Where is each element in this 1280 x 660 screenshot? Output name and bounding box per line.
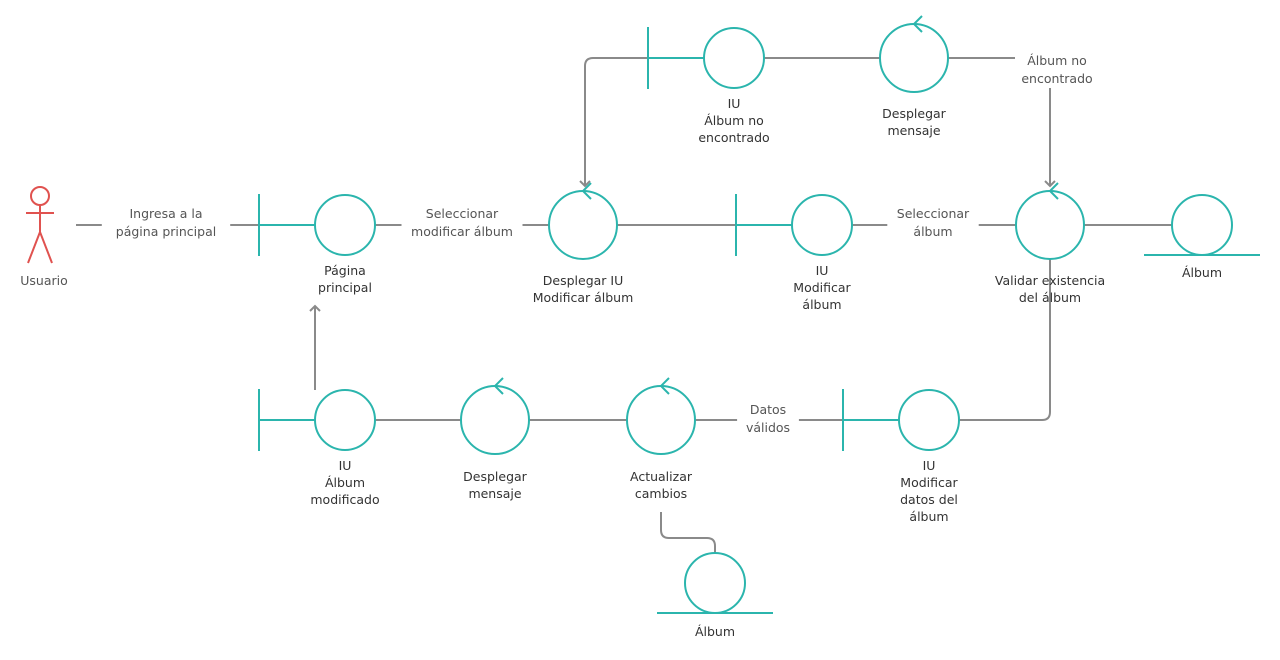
- connector-iu_no_encontrado_desplegar[interactable]: [579, 57, 648, 188]
- element-label: Álbum: [695, 624, 735, 639]
- element-label: Desplegar: [882, 106, 947, 121]
- control-arrow: [493, 377, 504, 395]
- element-label: encontrado: [698, 130, 769, 145]
- boundary-bar: [647, 27, 704, 89]
- control-actualizar[interactable]: Actualizar cambios: [626, 377, 696, 501]
- entity-circle: [1171, 194, 1233, 256]
- actor-head: [30, 186, 50, 206]
- control-circle: [460, 385, 530, 455]
- element-label: Modificar álbum: [533, 290, 634, 305]
- boundary-circle: [898, 389, 960, 451]
- boundary-bar: [258, 194, 315, 256]
- element-label: Desplegar: [463, 469, 528, 484]
- labels-layer: Ingresa a la página principal Seleccionar m…: [101, 50, 1099, 437]
- connector-label-bg: [1015, 50, 1099, 88]
- element-label: IU: [339, 458, 352, 473]
- element-label: Modificar: [793, 280, 851, 295]
- boundary-bar: [842, 389, 899, 451]
- boundary-circle: [314, 194, 376, 256]
- element-label: álbum: [802, 297, 841, 312]
- control-arrow: [581, 182, 592, 200]
- control-circle: [548, 190, 618, 260]
- control-circle: [879, 23, 949, 93]
- boundary-circle: [791, 194, 853, 256]
- element-label: Álbum: [325, 475, 365, 490]
- control-desplegar_msg_bottom[interactable]: Desplegar mensaje: [460, 377, 530, 501]
- connectors-layer: [76, 57, 1172, 553]
- connector-label-bg: [101, 203, 231, 241]
- element-label: del álbum: [1019, 290, 1081, 305]
- element-label: IU: [816, 263, 829, 278]
- control-arrow: [1048, 182, 1059, 200]
- boundary-circle: [703, 27, 765, 89]
- entity-circle: [684, 552, 746, 614]
- control-validar[interactable]: Validar existencia del álbum: [995, 182, 1105, 305]
- element-label: álbum: [909, 509, 948, 524]
- control-circle: [626, 385, 696, 455]
- connector-label-bg: [401, 203, 523, 241]
- element-label: principal: [318, 280, 372, 295]
- element-label: IU: [728, 96, 741, 111]
- boundary-iu_modificado[interactable]: IU Álbum modificado: [258, 389, 380, 507]
- control-circle: [1015, 190, 1085, 260]
- boundary-iu_modificar_datos[interactable]: IU Modificar datos del álbum: [842, 389, 960, 524]
- connector-label: Seleccionar: [426, 206, 499, 221]
- connector-label: Ingresa a la: [129, 206, 202, 221]
- element-label: Desplegar IU: [543, 273, 623, 288]
- connector-validar_iu_datos[interactable]: [959, 259, 1051, 421]
- control-arrow: [659, 377, 670, 395]
- element-label: mensaje: [887, 123, 940, 138]
- entity-album_entity_bottom[interactable]: Álbum: [657, 552, 773, 639]
- actor-body: [26, 205, 54, 264]
- boundary-circle: [314, 389, 376, 451]
- element-label: Álbum: [1182, 265, 1222, 280]
- control-desplegar_iu[interactable]: Desplegar IU Modificar álbum: [533, 182, 634, 305]
- connector-actualizar_album[interactable]: [660, 512, 716, 553]
- element-label: datos del: [900, 492, 958, 507]
- entity-album_entity[interactable]: Álbum: [1144, 194, 1260, 280]
- element-label: mensaje: [468, 486, 521, 501]
- element-label: IU: [923, 458, 936, 473]
- connector-label: válidos: [746, 420, 790, 435]
- actor-usuario[interactable]: Usuario: [20, 186, 68, 288]
- control-arrow: [912, 15, 923, 33]
- actor-label: Usuario: [20, 273, 68, 288]
- connector-label: encontrado: [1021, 71, 1092, 86]
- boundary-bar: [258, 389, 315, 451]
- connector-label-bg: [737, 399, 799, 437]
- connector-label: Seleccionar: [897, 206, 970, 221]
- connector-label-bg: [887, 203, 979, 241]
- boundary-iu_modificar[interactable]: IU Modificar álbum: [735, 194, 853, 312]
- control-desplegar_msg_top[interactable]: Desplegar mensaje: [879, 15, 949, 138]
- element-label: Modificar: [900, 475, 958, 490]
- element-label: modificado: [310, 492, 379, 507]
- connector-label: página principal: [116, 224, 216, 239]
- boundary-bar: [735, 194, 792, 256]
- element-label: Actualizar: [630, 469, 693, 484]
- boundary-iu_no_encontrado[interactable]: IU Álbum no encontrado: [647, 27, 770, 145]
- element-label: Página: [324, 263, 366, 278]
- element-label: cambios: [635, 486, 687, 501]
- element-label: Álbum no: [704, 113, 764, 128]
- connector-label: modificar álbum: [411, 224, 513, 239]
- boundary-pagina[interactable]: Página principal: [258, 194, 376, 295]
- connector-label: Datos: [750, 402, 786, 417]
- connector-label: álbum: [913, 224, 952, 239]
- connector-label: Álbum no: [1027, 53, 1087, 68]
- element-label: Validar existencia: [995, 273, 1105, 288]
